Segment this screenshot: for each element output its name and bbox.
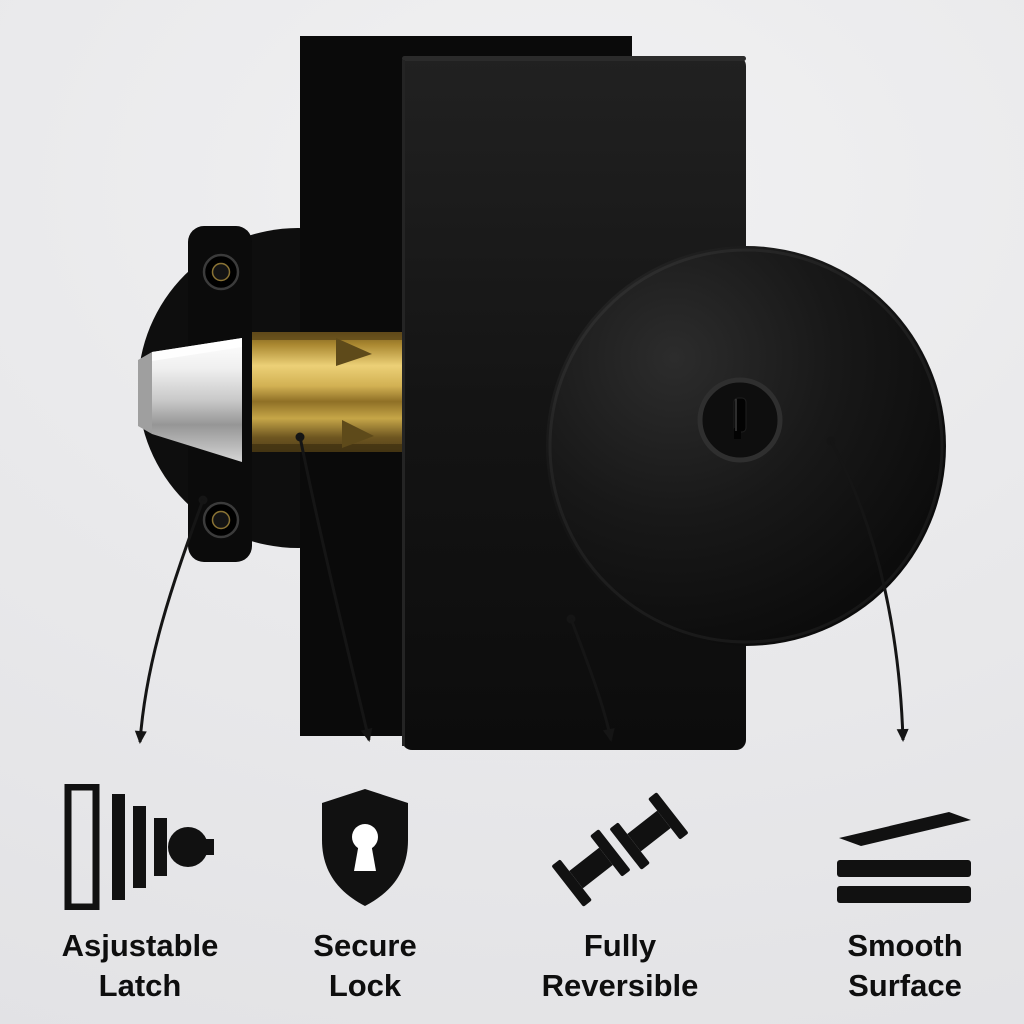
reversible-rotation-icon xyxy=(505,772,735,910)
latch-prong-top xyxy=(336,338,372,366)
latch-icon xyxy=(30,772,250,910)
callout-arrow-adjustable-latch xyxy=(134,495,208,744)
callout-arrow-fully-reversible xyxy=(566,614,615,742)
feature-line1: Secure xyxy=(313,928,417,963)
keyhole xyxy=(697,377,783,463)
feature-label: Secure Lock xyxy=(255,926,475,1006)
latch-bolt xyxy=(138,338,242,462)
feature-line2: Lock xyxy=(328,968,402,1003)
feature-line2: Surface xyxy=(848,968,962,1003)
feature-smooth-surface: Smooth Surface xyxy=(790,772,1020,1006)
callout-arrows xyxy=(134,432,909,744)
feature-secure-lock: Secure Lock xyxy=(255,772,475,1006)
screw-top xyxy=(202,253,240,291)
shield-keyhole-icon xyxy=(255,772,475,910)
callout-arrow-smooth-surface xyxy=(826,436,909,742)
feature-label: Fully Reversible xyxy=(505,926,735,1006)
latch-prong-bottom xyxy=(342,420,374,448)
feature-label: Smooth Surface xyxy=(790,926,1020,1006)
door-knob xyxy=(546,246,946,646)
feature-adjustable-latch: Asjustable Latch xyxy=(30,772,250,1006)
feature-label: Asjustable Latch xyxy=(30,926,250,1006)
feature-fully-reversible: Fully Reversible xyxy=(505,772,735,1006)
feature-line2: Reversible xyxy=(541,968,699,1003)
feature-line1: Smooth xyxy=(847,928,963,963)
feature-line1: Asjustable xyxy=(61,928,219,963)
feature-line2: Latch xyxy=(98,968,182,1003)
screw-bottom xyxy=(202,501,240,539)
callout-arrow-secure-lock xyxy=(295,432,373,742)
feature-line1: Fully xyxy=(583,928,657,963)
layered-surface-icon xyxy=(790,772,1020,910)
